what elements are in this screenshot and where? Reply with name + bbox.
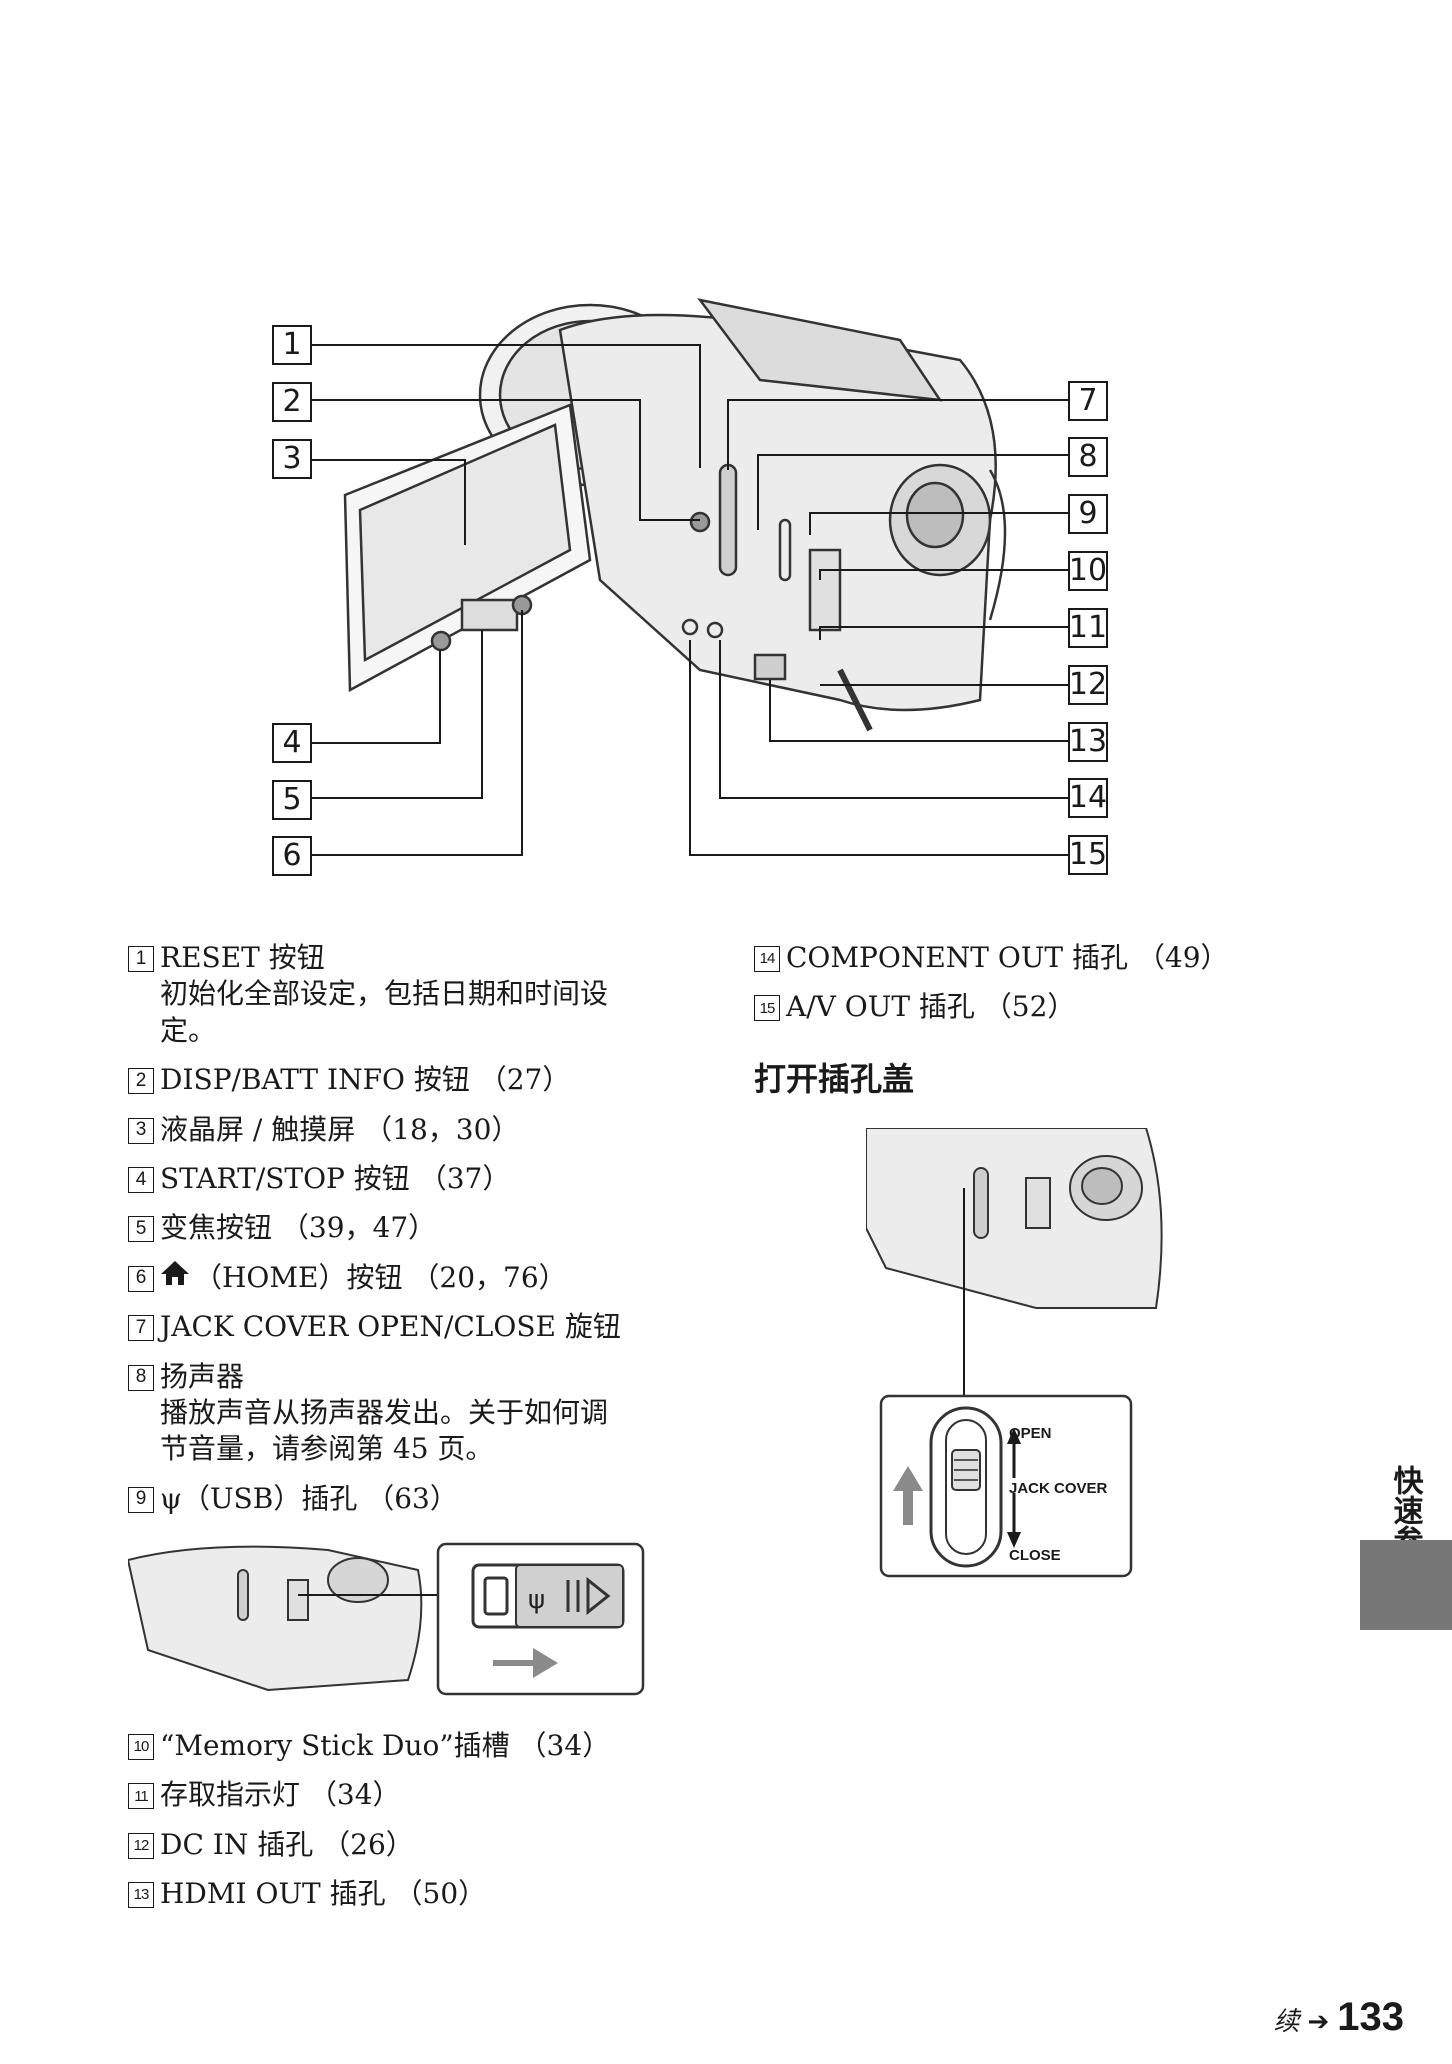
list-item: 7 JACK COVER OPEN/CLOSE 旋钮 [128,1309,688,1345]
item-text: A/V OUT 插孔 （52） [786,990,1076,1024]
item-text: RESET 按钮 [160,941,325,974]
item-text: 液晶屏 / 触摸屏 （18，30） [160,1112,520,1146]
item-text: DC IN 插孔 （26） [160,1827,414,1861]
item-text: START/STOP 按钮 （37） [160,1161,511,1195]
list-item: 1 RESET 按钮 初始化全部设定，包括日期和时间设 定。 [128,940,688,1049]
item-number: 1 [128,946,154,972]
page-footer: 续 ➔ 133 [1273,1995,1404,2040]
list-item: 12 DC IN 插孔 （26） [128,1827,688,1863]
callout-10: 10 [1068,551,1108,591]
continued-arrow-icon: ➔ [1307,2007,1330,2037]
item-number: 8 [128,1364,154,1391]
list-item: 6 （HOME）按钮 （20，76） [128,1260,688,1296]
callout-11: 11 [1068,608,1108,648]
callout-7: 7 [1068,381,1108,421]
callout-2: 2 [272,382,312,422]
item-text: 存取指示灯 （34） [160,1778,401,1812]
camcorder-diagram [312,298,1068,856]
item-text: 扬声器 [160,1359,245,1393]
parts-list-left: 1 RESET 按钮 初始化全部设定，包括日期和时间设 定。 2 DISP/BA… [128,940,688,1530]
list-item: 9 ψ（USB）插孔 （63） [128,1481,688,1517]
list-item: 4 START/STOP 按钮 （37） [128,1161,688,1197]
item-number: 12 [128,1832,154,1859]
callout-4: 4 [272,723,312,763]
item-text: HDMI OUT 插孔 （50） [160,1877,487,1911]
side-tab-block [1360,1540,1452,1630]
item-description: 播放声音从扬声器发出。关于如何调 节音量，请参阅第 45 页。 [160,1395,609,1466]
callout-15: 15 [1068,835,1108,875]
arrow-up-icon [893,1466,923,1525]
callout-5: 5 [272,780,312,820]
callout-13: 13 [1068,722,1108,762]
svg-text:ψ: ψ [528,1585,545,1615]
jack-label-close: CLOSE [1009,1547,1061,1564]
usb-port-figure: ψ [128,1542,645,1696]
callout-12: 12 [1068,665,1108,705]
item-number: 2 [128,1068,154,1095]
home-icon [161,1260,189,1285]
item-text: 变焦按钮 （39，47） [160,1211,437,1245]
list-item: 13 HDMI OUT 插孔 （50） [128,1876,688,1912]
item-text: JACK COVER OPEN/CLOSE 旋钮 [160,1310,621,1344]
item-text: “Memory Stick Duo”插槽 （34） [160,1729,611,1762]
item-description: 初始化全部设定，包括日期和时间设 定。 [160,977,609,1047]
item-number: 15 [754,995,780,1022]
callout-3: 3 [272,439,312,479]
parts-list-bottom: 10 “Memory Stick Duo”插槽 （34） 11 存取指示灯 （3… [128,1728,688,1926]
list-item: 8 扬声器 播放声音从扬声器发出。关于如何调 节音量，请参阅第 45 页。 [128,1359,688,1468]
list-item: 5 变焦按钮 （39，47） [128,1210,688,1246]
callout-6: 6 [272,836,312,876]
callout-8: 8 [1068,437,1108,477]
item-number: 14 [754,946,780,972]
jack-cover-figure: OPEN JACK COVER CLOSE [866,1128,1163,1578]
section-title: 打开插孔盖 [754,1060,915,1098]
item-number: 11 [128,1783,154,1810]
item-number: 4 [128,1166,154,1193]
item-number: 10 [128,1734,154,1760]
item-text: DISP/BATT INFO 按钮 （27） [160,1063,571,1097]
list-item: 3 液晶屏 / 触摸屏 （18，30） [128,1112,688,1148]
list-item: 11 存取指示灯 （34） [128,1777,688,1813]
callout-9: 9 [1068,494,1108,534]
list-item: 2 DISP/BATT INFO 按钮 （27） [128,1062,688,1098]
item-text: （HOME）按钮 （20，76） [194,1260,567,1294]
item-number: 9 [128,1486,154,1513]
list-item: 14 COMPONENT OUT 插孔 （49） [754,940,1314,976]
item-number: 6 [128,1265,154,1292]
list-item: 15 A/V OUT 插孔 （52） [754,989,1314,1025]
callout-14: 14 [1068,778,1108,818]
callout-1: 1 [272,325,312,365]
continued-label: 续 [1273,2007,1300,2037]
parts-list-right: 14 COMPONENT OUT 插孔 （49） 15 A/V OUT 插孔 （… [754,940,1314,1039]
item-number: 5 [128,1216,154,1243]
jack-label-cover: JACK COVER [1009,1480,1108,1497]
jack-label-open: OPEN [1009,1425,1052,1442]
item-number: 7 [128,1315,154,1342]
item-text: ψ（USB）插孔 （63） [160,1481,458,1515]
item-number: 3 [128,1117,154,1144]
list-item: 10 “Memory Stick Duo”插槽 （34） [128,1728,688,1764]
item-text: COMPONENT OUT 插孔 （49） [786,941,1229,974]
arrow-right-icon [493,1648,558,1678]
item-number: 13 [128,1882,154,1909]
page-number: 133 [1337,1995,1404,2039]
